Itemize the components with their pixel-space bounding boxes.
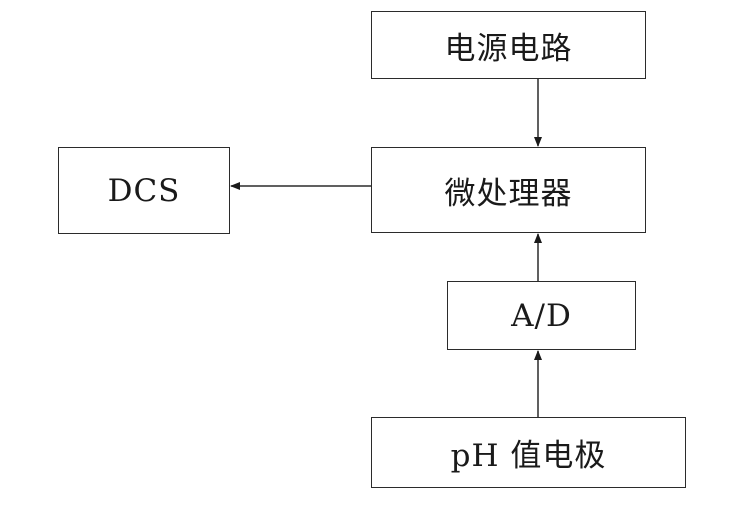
dcs-label: DCS: [107, 172, 181, 209]
power-circuit-box: 电源电路: [371, 11, 646, 79]
ad-converter-box: A/D: [447, 281, 636, 350]
dcs-box: DCS: [58, 147, 230, 234]
power-circuit-label: 电源电路: [444, 30, 573, 67]
ph-electrode-box: pH 值电极: [371, 417, 686, 488]
ad-converter-label: A/D: [511, 297, 572, 334]
microprocessor-label: 微处理器: [444, 175, 573, 212]
ph-electrode-label: pH 值电极: [450, 438, 607, 474]
microprocessor-box: 微处理器: [371, 147, 646, 233]
